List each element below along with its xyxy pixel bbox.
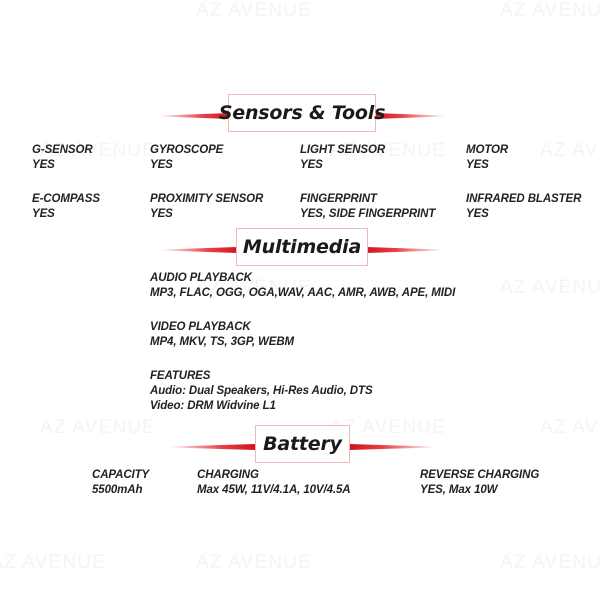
- spec-key: GYROSCOPE: [150, 144, 224, 156]
- spec-value: Max 45W, 11V/4.1A, 10V/4.5A: [197, 484, 351, 496]
- section-badge-multimedia: Multimedia: [236, 228, 368, 266]
- spec-block: VIDEO PLAYBACK MP4, MKV, TS, 3GP, WEBM: [150, 320, 294, 350]
- spec-item: PROXIMITY SENSOR YES: [150, 192, 263, 222]
- divider-line-right: [350, 444, 437, 450]
- spec-key: FINGERPRINT: [300, 193, 377, 205]
- spec-block: FEATURES Audio: Dual Speakers, Hi-Res Aud…: [150, 369, 373, 414]
- divider-line-left: [168, 444, 255, 450]
- section-title-multimedia: Multimedia: [242, 236, 362, 258]
- spec-key: INFRARED BLASTER: [466, 193, 582, 205]
- spec-key: CAPACITY: [92, 469, 150, 481]
- spec-value: MP3, FLAC, OGG, OGA,WAV, AAC, AMR, AWB, …: [150, 287, 456, 299]
- spec-value: MP4, MKV, TS, 3GP, WEBM: [150, 336, 295, 348]
- spec-item: REVERSE CHARGING YES, Max 10W: [420, 468, 539, 498]
- section-divider-multimedia: Multimedia: [0, 228, 600, 268]
- spec-value: Audio: Dual Speakers, Hi-Res Audio, DTS: [150, 385, 373, 397]
- spec-value: YES: [466, 159, 489, 171]
- spec-key: MOTOR: [466, 144, 509, 156]
- spec-item: GYROSCOPE YES: [150, 143, 223, 173]
- spec-value: YES, SIDE FINGERPRINT: [300, 208, 436, 220]
- divider-line-right: [374, 113, 446, 119]
- spec-key: AUDIO PLAYBACK: [150, 272, 252, 284]
- spec-key: LIGHT SENSOR: [300, 144, 386, 156]
- spec-item: FINGERPRINT YES, SIDE FINGERPRINT: [300, 192, 435, 222]
- divider-line-right: [366, 247, 444, 253]
- spec-key: G-SENSOR: [32, 144, 93, 156]
- spec-key: PROXIMITY SENSOR: [150, 193, 264, 205]
- section-divider-sensors-tools: Sensors & Tools: [0, 94, 600, 134]
- spec-value: YES: [150, 159, 173, 171]
- spec-item: E-COMPASS YES: [32, 192, 100, 222]
- spec-key: VIDEO PLAYBACK: [150, 321, 251, 333]
- spec-key: CHARGING: [197, 469, 259, 481]
- spec-block: AUDIO PLAYBACK MP3, FLAC, OGG, OGA,WAV, A…: [150, 271, 455, 301]
- spec-item: CAPACITY 5500mAh: [92, 468, 149, 498]
- divider-line-left: [158, 113, 230, 119]
- spec-value: YES: [150, 208, 173, 220]
- spec-value: YES: [300, 159, 323, 171]
- spec-key: E-COMPASS: [32, 193, 100, 205]
- section-divider-battery: Battery: [0, 425, 600, 465]
- spec-item: LIGHT SENSOR YES: [300, 143, 385, 173]
- section-title-sensors-tools: Sensors & Tools: [218, 102, 386, 124]
- spec-value: YES: [32, 208, 55, 220]
- spec-value: 5500mAh: [92, 484, 143, 496]
- spec-value: YES: [32, 159, 55, 171]
- spec-item: CHARGING Max 45W, 11V/4.1A, 10V/4.5A: [197, 468, 351, 498]
- divider-line-left: [160, 247, 238, 253]
- spec-value: YES, Max 10W: [420, 484, 498, 496]
- spec-key: REVERSE CHARGING: [420, 469, 540, 481]
- spec-item: MOTOR YES: [466, 143, 508, 173]
- section-title-battery: Battery: [263, 433, 342, 455]
- section-badge-battery: Battery: [255, 425, 350, 463]
- section-badge-sensors-tools: Sensors & Tools: [219, 94, 385, 132]
- spec-key: FEATURES: [150, 370, 211, 382]
- spec-value: Video: DRM Widvine L1: [150, 400, 276, 412]
- spec-item: G-SENSOR YES: [32, 143, 93, 173]
- spec-value: YES: [466, 208, 489, 220]
- spec-item: INFRARED BLASTER YES: [466, 192, 581, 222]
